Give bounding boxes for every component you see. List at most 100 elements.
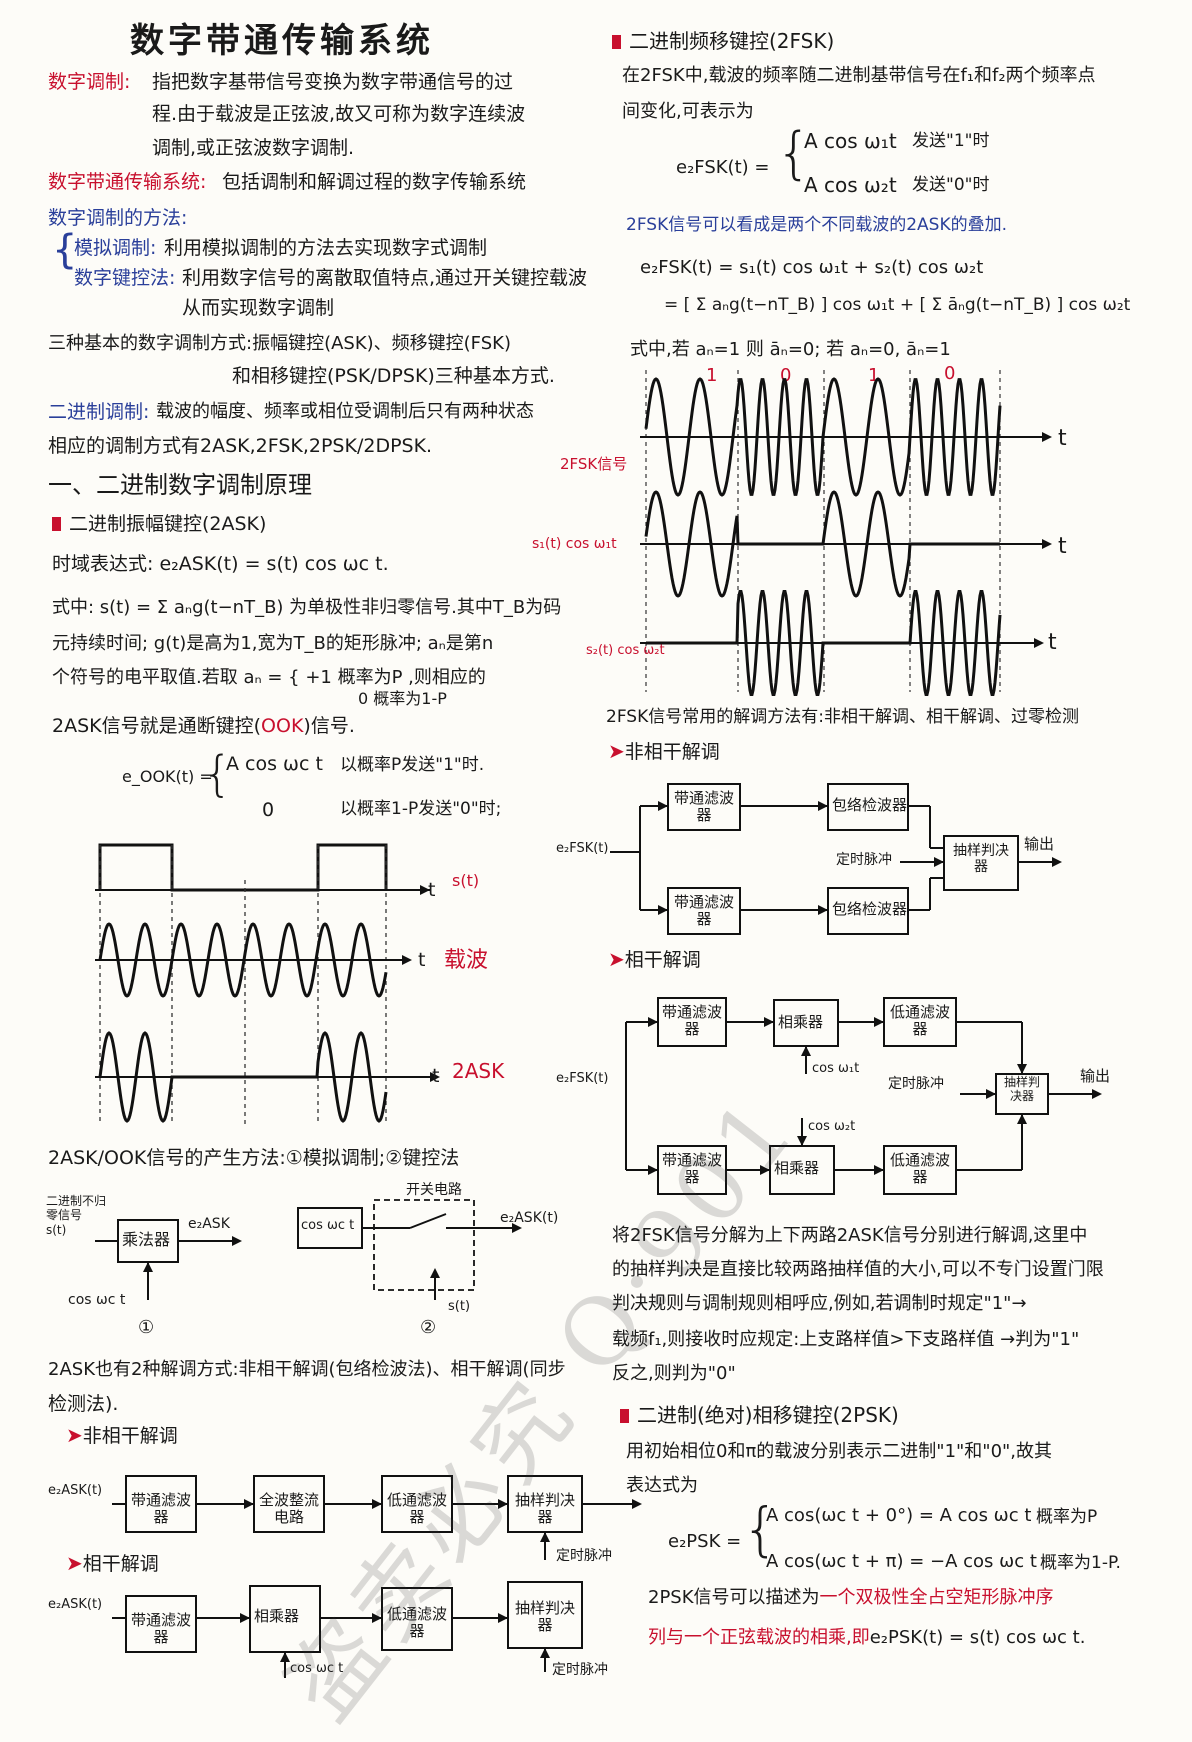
fsk-c-cos1: cos ω₁t <box>812 1061 860 1076</box>
ask-noncoh-heading: ➤非相干解调 <box>66 1423 178 1447</box>
gen2-output-label: e₂ASK(t) <box>500 1210 559 1226</box>
method-keying-label: 数字键控法: <box>74 267 176 289</box>
fsk-noncoh-heading: ➤非相干解调 <box>608 739 720 763</box>
fsk-noncoh-label: 非相干解调 <box>624 741 720 763</box>
fsk-t-1: t <box>1058 426 1067 451</box>
fsk-explain-2: 的抽样判决是直接比较两路抽样值的大小,可以不专门设置门限 <box>612 1259 1104 1280</box>
fsk-eq-2: = [ Σ aₙg(t−nT_B) ] cos ω₁t + [ Σ āₙg(t−… <box>664 295 1131 315</box>
ook-case-1-cond: 以概率P发送"1"时. <box>340 755 485 775</box>
fsk-c-mul-bot: 相乘器 <box>774 1159 820 1177</box>
fsk-explain-1: 将2FSK信号分解为上下两路2ASK信号分别进行解调,这里中 <box>612 1225 1088 1246</box>
psk-heading: 二进制(绝对)相移键控(2PSK) <box>620 1404 899 1427</box>
s1-label: s₁(t) cos ω₁t <box>532 536 617 552</box>
fsk-nc-clock: 定时脉冲 <box>836 852 892 868</box>
fsk-lhs: e₂FSK(t) = <box>676 157 770 178</box>
switch-circuit-box <box>373 1199 475 1291</box>
fsk-case-1: A cos ω₁t <box>804 129 897 153</box>
fsk-c-clock: 定时脉冲 <box>888 1076 944 1092</box>
fsk-nc-bpf-bot: 带通滤波器 <box>673 893 734 929</box>
ook-lhs: e_OOK(t) = <box>122 767 213 786</box>
method-keying-text-2: 从而实现数字调制 <box>182 297 335 319</box>
def-line-2: 程.由于载波是正弦波,故又可称为数字连续波 <box>152 103 526 125</box>
binary-text: 载波的幅度、频率或相位受调制后只有两种状态 <box>156 401 534 422</box>
fsk-c-mul-top: 相乘器 <box>778 1013 824 1031</box>
ask-demod-line-1: 2ASK也有2种解调方式:非相干解调(包络检波法)、相干解调(同步 <box>48 1359 566 1380</box>
s2-label: s₂(t) cos ω₂t <box>586 643 665 658</box>
ook-case-2: 0 <box>262 799 275 821</box>
method-analog-label: 模拟调制: <box>74 237 157 259</box>
def-line-1: 指把数字基带信号变换为数字带通信号的过 <box>152 71 514 93</box>
fsk-explain-5: 反之,则判为"0" <box>612 1363 736 1384</box>
psk-brace: { <box>742 1495 779 1563</box>
fsk-bit-2: 0 <box>780 365 792 386</box>
section-1-heading: 一、二进制数字调制原理 <box>48 471 312 499</box>
psk-desc-red-2: 列与一个正弦载波的相乘,即 <box>648 1627 870 1648</box>
gen2-cos-label: cos ωc t <box>301 1218 355 1233</box>
fsk-bit-3: 1 <box>868 365 880 386</box>
psk-lhs: e₂PSK = <box>668 1531 742 1552</box>
fsk-demod-methods: 2FSK信号常用的解调方法有:非相干解调、相干解调、过零检测 <box>606 707 1079 727</box>
fsk-c-decision: 抽样判决器 <box>1003 1075 1040 1103</box>
basic-methods-line-2: 和相移键控(PSK/DPSK)三种基本方式. <box>232 365 555 387</box>
st-pulses <box>98 843 388 892</box>
fsk-c-cos2: cos ω₂t <box>808 1119 856 1134</box>
methods-label: 数字调制的方法: <box>48 207 188 229</box>
fsk-line-2: 间变化,可表示为 <box>622 101 754 122</box>
wave-t-3: t <box>432 1065 440 1087</box>
fsk-line-1: 在2FSK中,载波的频率随二进制基带信号在f₁和f₂两个频率点 <box>622 65 1096 86</box>
ask-s-line-2: 元持续时间; g(t)是高为1,宽为T_B的矩形脉冲; aₙ是第n <box>52 633 494 654</box>
system-label: 数字带通传输系统: <box>48 171 207 193</box>
psk-case-2-cond: 概率为1-P. <box>1040 1553 1121 1573</box>
psk-case-1-cond: 概率为P <box>1036 1507 1098 1527</box>
ask-wave <box>98 1031 388 1123</box>
fsk-case-1-cond: 发送"1"时 <box>912 131 990 151</box>
fsk-coh-label: 相干解调 <box>624 949 701 971</box>
fsk-nc-output: 输出 <box>1024 835 1055 853</box>
ask-c-lpf: 低通滤波器 <box>386 1605 447 1641</box>
ask-c-input: e₂ASK(t) <box>48 1597 103 1612</box>
fsk-c-bpf-top: 带通滤波器 <box>662 1003 723 1039</box>
ook-case-2-cond: 以概率1-P发送"0"时; <box>340 799 502 819</box>
ask-dashes <box>99 845 387 1125</box>
gen1-box-label: 乘法器 <box>122 1230 171 1249</box>
fsk-brace: { <box>776 121 812 186</box>
ask-s-line-1: 式中: s(t) = Σ aₙg(t−nT_B) 为单极性非归零信号.其中T_B… <box>52 597 562 618</box>
wave-t-1: t <box>428 879 436 901</box>
basic-methods-line-1: 三种基本的数字调制方式:振幅键控(ASK)、频移键控(FSK) <box>48 333 511 354</box>
psk-desc-1: 2PSK信号可以描述为一个双极性全占空矩形脉冲序 <box>648 1587 1054 1609</box>
binary-line-2: 相应的调制方式有2ASK,2FSK,2PSK/2DPSK. <box>48 435 433 457</box>
ask-noncoh-label: 非相干解调 <box>82 1425 178 1447</box>
fsk-explain-3: 判决规则与调制规则相呼应,例如,若调制时规定"1"→ <box>612 1293 1027 1314</box>
s1-wave <box>644 490 1000 598</box>
ask-nc-lpf: 低通滤波器 <box>386 1491 447 1527</box>
ask-coh-label: 相干解调 <box>82 1553 159 1575</box>
fsk-nc-env-top: 包络检波器 <box>832 796 908 814</box>
fsk-case-2: A cos ω₂t <box>804 173 897 197</box>
ook-highlight: OOK <box>261 715 304 737</box>
fsk-c-lpf-top: 低通滤波器 <box>889 1003 950 1039</box>
psk-desc-eq: e₂PSK(t) = s(t) cos ωc t. <box>869 1627 1086 1648</box>
ask-c-bpf: 带通滤波器 <box>130 1611 191 1647</box>
wave-t-2: t <box>418 949 426 971</box>
fsk-signal-label: 2FSK信号 <box>560 455 628 473</box>
binary-label: 二进制调制: <box>48 401 150 423</box>
psk-case-1: A cos(ωc t + 0°) = A cos ωc t <box>766 1505 1032 1526</box>
fsk-superposition: 2FSK信号可以看成是两个不同载波的2ASK的叠加. <box>626 215 1008 235</box>
method-keying-text: 利用数字信号的离散取值特点,通过开关键控载波 <box>182 267 588 289</box>
gen1-output-label: e₂ASK <box>188 1216 230 1232</box>
psk-case-2: A cos(ωc t + π) = −A cos ωc t <box>766 1551 1037 1572</box>
fsk-condition: 式中,若 aₙ=1 则 āₙ=0; 若 aₙ=0, āₙ=1 <box>630 339 951 360</box>
ask-s-line-3: 个符号的电平取值.若取 aₙ = { +1 概率为P ,则相应的 <box>52 667 486 688</box>
methods-brace: { <box>52 227 78 273</box>
gen1-cos-label: cos ωc t <box>68 1292 126 1308</box>
psk-desc-pre: 2PSK信号可以描述为 <box>648 1587 820 1608</box>
ask-nc-input: e₂ASK(t) <box>48 1483 103 1498</box>
fsk-c-lpf-bot: 低通滤波器 <box>889 1151 950 1187</box>
ook-case-1: A cos ωc t <box>226 753 323 775</box>
ask-demod-line-2: 检测法). <box>48 1393 119 1415</box>
psk-desc-2: 列与一个正弦载波的相乘,即e₂PSK(t) = s(t) cos ωc t. <box>648 1627 1086 1649</box>
fsk-nc-bpf-top: 带通滤波器 <box>673 789 734 825</box>
psk-desc-red-1: 一个双极性全占空矩形脉冲序 <box>819 1587 1054 1608</box>
fsk-wave <box>644 377 1002 497</box>
fsk-c-output: 输出 <box>1080 1067 1111 1085</box>
